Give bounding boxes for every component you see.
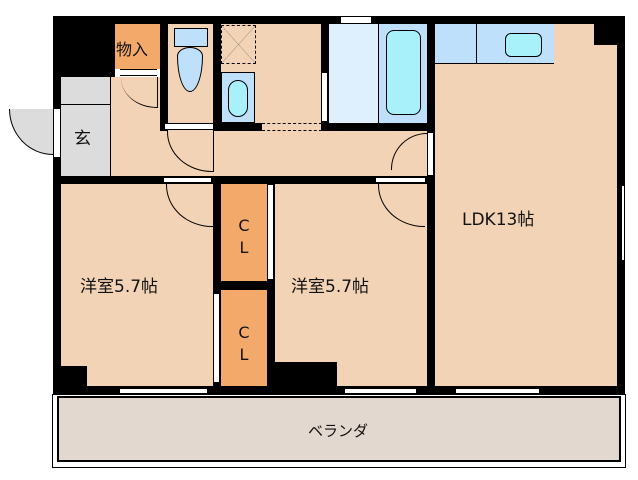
- bath-washing-area: [329, 24, 378, 123]
- closet-1-c: C: [238, 216, 250, 235]
- bathtub-icon: [386, 30, 421, 115]
- bath-window[interactable]: [341, 16, 371, 24]
- toilet-tank-icon: [174, 28, 208, 47]
- storage-room: [115, 24, 160, 69]
- toilet-wall-left: [160, 16, 168, 131]
- room2-door-frame[interactable]: [376, 177, 425, 183]
- toilet-door-frame[interactable]: [165, 123, 213, 130]
- room1-window[interactable]: [120, 388, 207, 394]
- veranda-label: ベランダ: [308, 422, 369, 440]
- hallway-wall-bottom: [61, 176, 427, 184]
- storage-label: 物入: [116, 40, 149, 59]
- closet-2: [221, 290, 267, 386]
- entrance-step: [110, 77, 111, 177]
- ldk-door[interactable]: [427, 133, 434, 175]
- ldk-window[interactable]: [456, 388, 539, 394]
- closet-2-c: C: [238, 323, 250, 342]
- bath-door[interactable]: [321, 73, 328, 121]
- closet-1-doors[interactable]: [267, 185, 274, 279]
- western-room-2-label: 洋室5.7帖: [291, 277, 370, 297]
- entrance-label: 玄: [74, 129, 91, 149]
- closet-wall-right: [267, 184, 275, 394]
- washer-x-icon: [221, 25, 256, 64]
- front-door-swing: [9, 109, 53, 155]
- room2-pillar: [275, 362, 337, 388]
- western-room-1-label: 洋室5.7帖: [80, 277, 159, 297]
- bath-wall-bottom: [321, 123, 433, 131]
- room2-window[interactable]: [345, 388, 416, 394]
- kitchen-sink-icon: [505, 33, 542, 57]
- closet-1-l: L: [239, 238, 249, 257]
- bath-wall-right: [427, 16, 435, 386]
- veranda: [57, 396, 621, 462]
- closet-1: [221, 184, 267, 281]
- closet-2-doors[interactable]: [213, 294, 220, 382]
- entrance-area: [61, 77, 111, 177]
- vanity-sink-icon: [228, 80, 248, 117]
- ldk-side-window[interactable]: [621, 186, 625, 260]
- washroom-wall-bottom: [213, 123, 301, 131]
- ldk-label: LDK13帖: [462, 210, 535, 230]
- closet-divider: [213, 281, 275, 290]
- outer-wall-top: [53, 16, 625, 24]
- room1-door-frame[interactable]: [164, 177, 211, 183]
- outer-wall-left: [53, 16, 61, 396]
- wall-block-topleft: [53, 16, 115, 78]
- closet-2-l: L: [239, 345, 249, 364]
- front-door[interactable]: [53, 109, 61, 157]
- ldk-pillar: [594, 16, 625, 45]
- kitchen-counter-divider: [476, 24, 477, 64]
- outer-wall-bottom: [53, 386, 625, 396]
- ldk-room: [435, 24, 617, 386]
- entrance-divider: [61, 104, 111, 105]
- washroom-sliding-door[interactable]: [262, 123, 322, 131]
- storage-door-frame[interactable]: [120, 69, 157, 76]
- toilet-wall-right: [213, 16, 221, 131]
- room1-pillar: [53, 366, 87, 388]
